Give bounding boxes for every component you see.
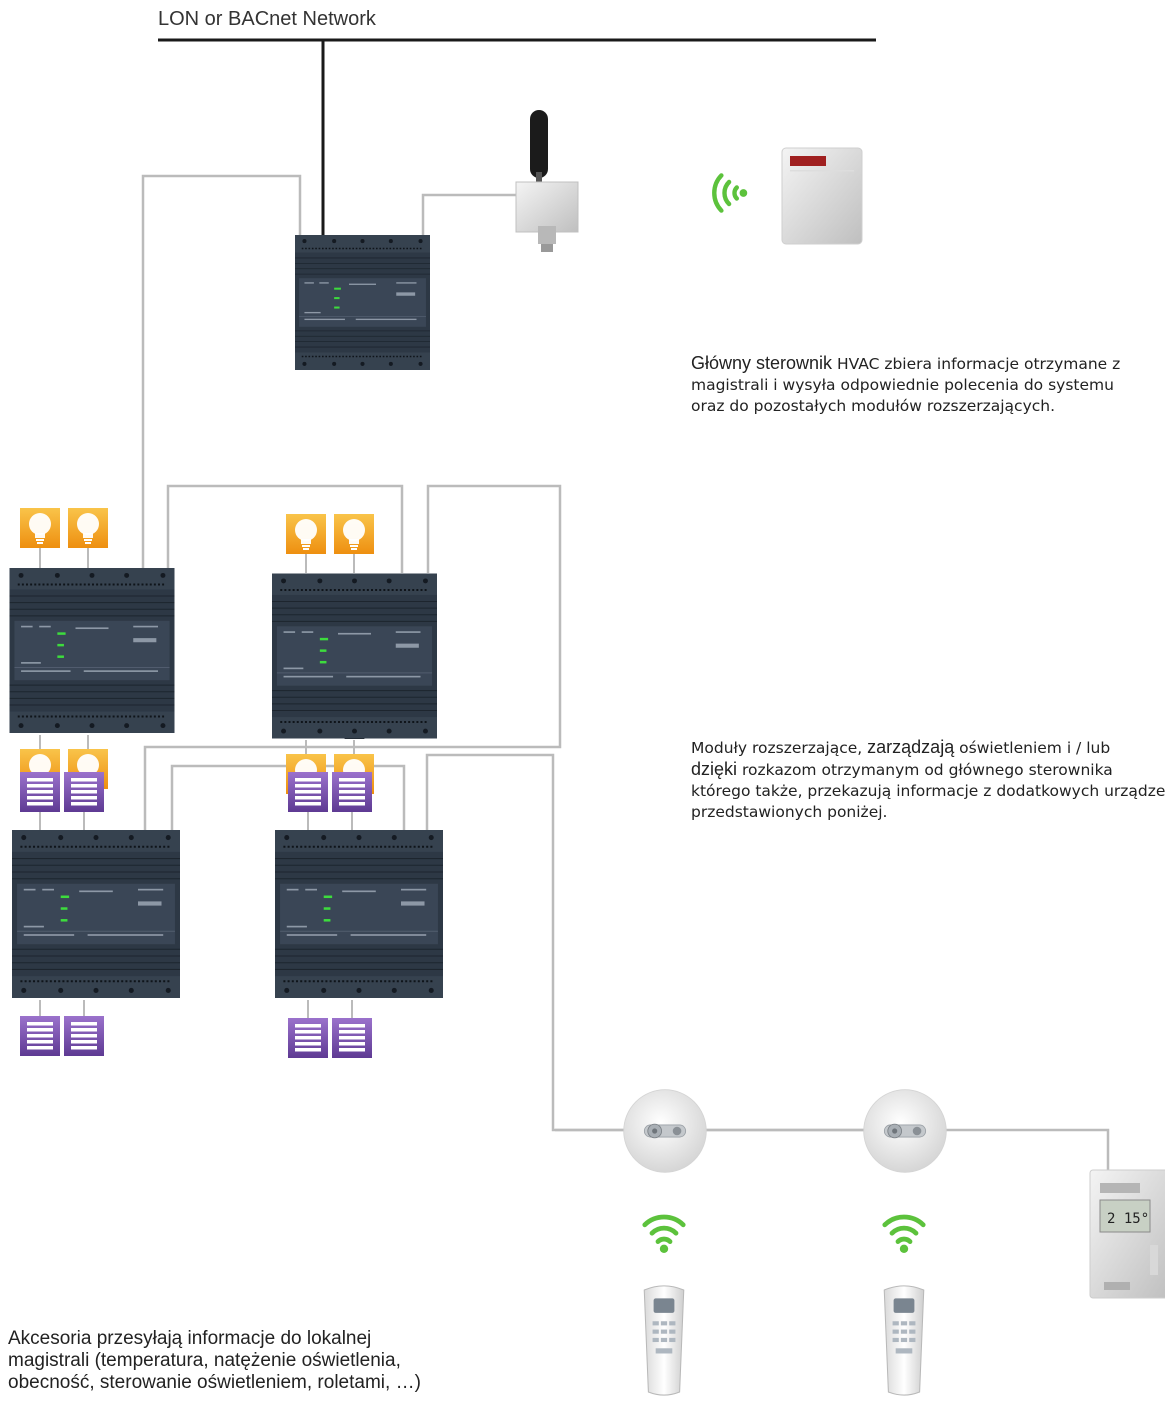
expansion-keyword: zarządzają bbox=[867, 737, 955, 757]
remote-control-2 bbox=[883, 1285, 925, 1396]
main-controller-text: HVAC zbiera informacje otrzymane z bbox=[832, 355, 1121, 373]
thermostat-display: 2 15° bbox=[1107, 1211, 1149, 1227]
blinds-icon bbox=[288, 772, 372, 1058]
main-controller-description: Główny sterownik HVAC zbiera informacje … bbox=[691, 353, 1120, 417]
blinds-module-2 bbox=[275, 830, 443, 998]
expansion-text: przedstawionych poniżej. bbox=[691, 803, 888, 821]
accessories-text: obecność, sterowanie oświetleniem, rolet… bbox=[8, 1372, 421, 1393]
bulb-icon bbox=[20, 508, 108, 789]
expansion-keyword: dzięki bbox=[691, 759, 738, 779]
network-label: LON or BACnet Network bbox=[158, 8, 376, 30]
receiver-2 bbox=[863, 1089, 947, 1173]
lighting-module-1 bbox=[8, 568, 176, 733]
bulb-icon bbox=[286, 514, 374, 794]
main-controller-module bbox=[293, 235, 432, 370]
wireless-icon bbox=[645, 1217, 683, 1253]
blinds-module-1 bbox=[12, 830, 180, 998]
wireless-room-unit bbox=[781, 147, 863, 245]
main-controller-title: Główny sterownik bbox=[691, 353, 833, 373]
expansion-module-description: Moduły rozszerzające, zarządzają oświetl… bbox=[691, 737, 1165, 823]
wireless-icon bbox=[885, 1217, 923, 1253]
expansion-text: oświetleniem i / lub bbox=[954, 739, 1111, 757]
antenna-gateway bbox=[515, 110, 579, 252]
room-thermostat: 2 15° bbox=[1089, 1169, 1165, 1299]
expansion-text: rozkazom otrzymanym od głównego sterowni… bbox=[737, 761, 1113, 779]
lighting-module-2 bbox=[272, 573, 437, 739]
expansion-text: Moduły rozszerzające, bbox=[691, 739, 868, 757]
accessories-description: Akcesoria przesyłają informacje do lokal… bbox=[8, 1328, 508, 1394]
receiver-1 bbox=[623, 1089, 707, 1173]
wireless-signal-icon bbox=[714, 175, 747, 210]
accessories-text: magistrali (temperatura, natężenie oświe… bbox=[8, 1350, 401, 1371]
accessories-text: Akcesoria przesyłają informacje do lokal… bbox=[8, 1328, 372, 1349]
remote-control-1 bbox=[643, 1285, 685, 1396]
blinds-icon bbox=[20, 772, 104, 1056]
main-controller-text: magistrali i wysyła odpowiednie poleceni… bbox=[691, 376, 1114, 394]
expansion-text: którego także, przekazują informacje z d… bbox=[691, 782, 1165, 800]
main-controller-text: oraz do pozostałych modułów rozszerzając… bbox=[691, 397, 1056, 415]
